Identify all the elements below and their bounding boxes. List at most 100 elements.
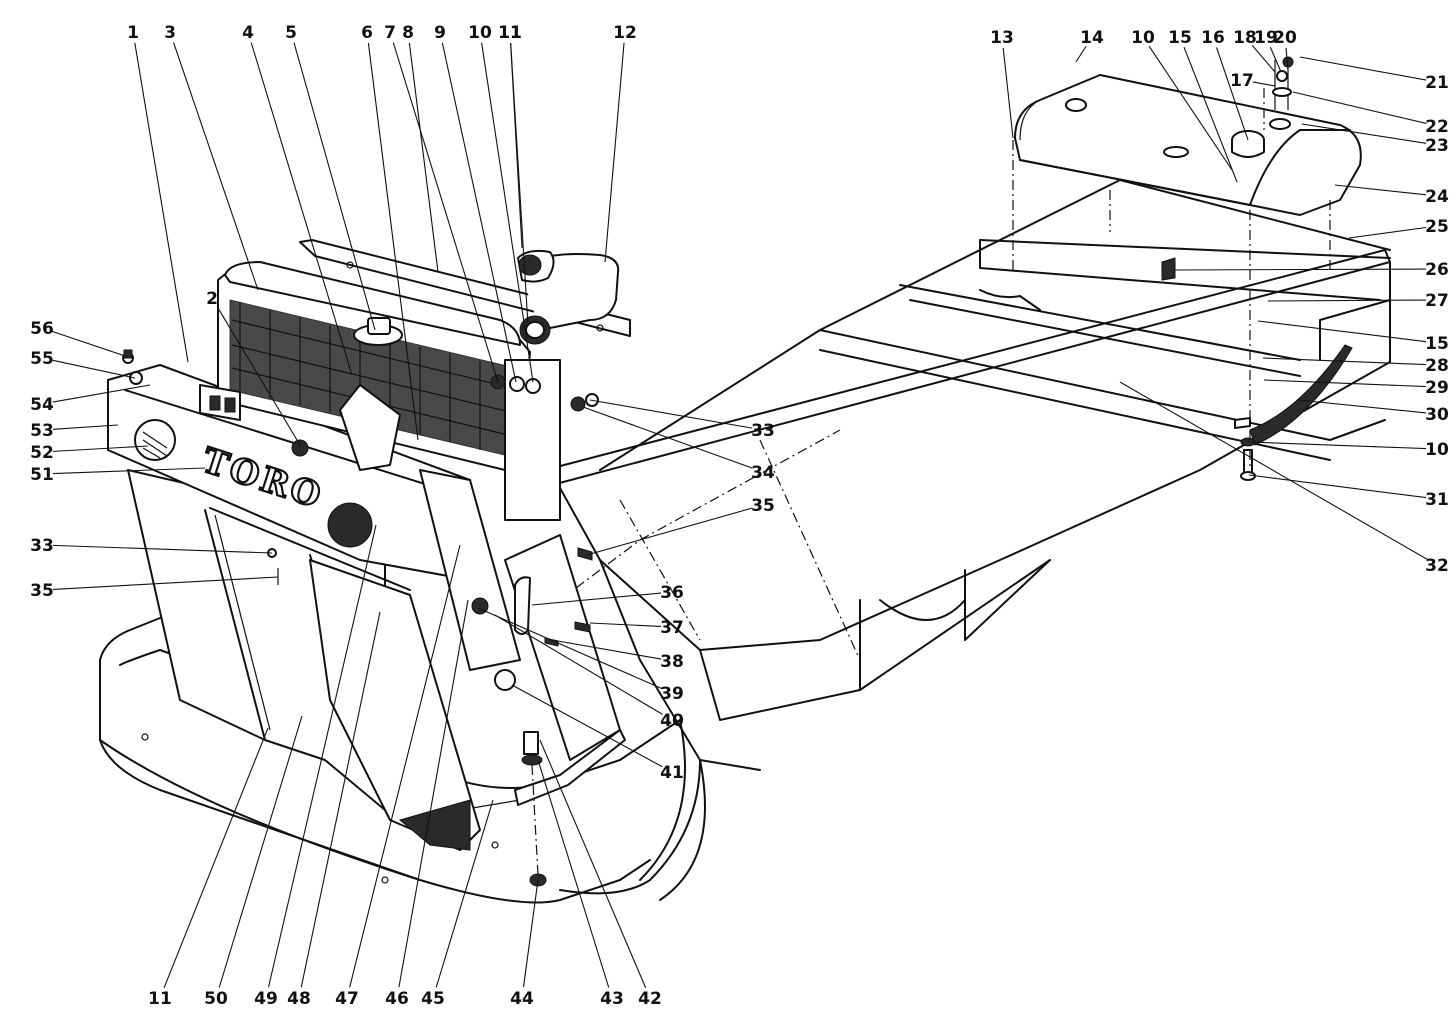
callout-label-5: 5	[285, 23, 297, 43]
callout-leader-33	[52, 544, 273, 554]
callout-label-33: 33	[751, 421, 775, 441]
callout-leader-54	[52, 384, 151, 403]
radiator	[217, 261, 561, 671]
callout-label-33: 33	[30, 536, 54, 556]
callout-label-27: 27	[1425, 291, 1449, 311]
callout-leader-45	[435, 799, 494, 988]
callout-leader-46	[398, 599, 469, 988]
callout-label-35: 35	[751, 496, 775, 516]
callout-label-24: 24	[1425, 187, 1449, 207]
callout-label-6: 6	[361, 23, 373, 43]
callout-label-22: 22	[1425, 117, 1449, 137]
grille-panel	[127, 469, 481, 851]
callout-leader-39	[477, 607, 663, 690]
callout-leader-22	[1292, 91, 1427, 125]
callout-leader-55	[52, 359, 136, 379]
callout-leader-32	[1119, 381, 1428, 560]
callout-leader-12	[604, 42, 625, 263]
callout-leader-6	[367, 42, 419, 441]
side-mount-plate	[471, 534, 626, 887]
callout-leader-7	[392, 42, 499, 383]
callout-label-11: 11	[498, 23, 522, 43]
callout-label-37: 37	[660, 618, 684, 638]
callout-leader-13	[1002, 47, 1014, 139]
callout-label-14: 14	[1080, 28, 1104, 48]
callout-leader-49	[267, 524, 377, 988]
callout-leader-14	[1075, 45, 1087, 63]
callout-leader-18	[1251, 44, 1276, 73]
callout-label-54: 54	[30, 395, 54, 415]
callout-label-11: 11	[498, 23, 522, 43]
callout-label-18: 18	[1233, 28, 1257, 48]
callout-leader-30	[1297, 399, 1427, 414]
chassis-frame	[544, 179, 1391, 901]
callout-leader-17	[1252, 81, 1276, 87]
callout-label-31: 31	[1425, 490, 1449, 510]
callout-leader-36	[531, 592, 662, 606]
callout-label-10: 10	[1131, 28, 1155, 48]
callout-label-39: 39	[660, 684, 684, 704]
callout-label-17: 17	[1230, 71, 1254, 91]
callout-leader-27	[1267, 299, 1427, 302]
callout-leader-24	[1334, 184, 1427, 196]
callout-leader-8	[408, 42, 439, 273]
callout-label-35: 35	[30, 581, 54, 601]
fan-shroud	[199, 384, 401, 471]
callout-label-10: 10	[1425, 440, 1449, 460]
callout-label-25: 25	[1425, 217, 1449, 237]
callout-label-28: 28	[1425, 356, 1449, 376]
callout-label-29: 29	[1425, 378, 1449, 398]
callout-label-10: 10	[468, 23, 492, 43]
callout-leader-31	[1248, 474, 1427, 499]
callout-leader-3	[173, 42, 259, 291]
callout-leader-4	[250, 42, 353, 376]
callout-label-47: 47	[335, 989, 359, 1009]
callout-leader-21	[1299, 56, 1427, 81]
callout-label-15: 15	[1168, 28, 1192, 48]
callout-label-50: 50	[204, 989, 228, 1009]
callout-label-53: 53	[30, 421, 54, 441]
callout-leader-26	[1174, 268, 1427, 271]
callout-leader-47	[349, 544, 461, 988]
callout-label-9: 9	[434, 23, 446, 43]
callout-label-15: 15	[1425, 334, 1449, 354]
callout-label-45: 45	[421, 989, 445, 1009]
callout-leader-53	[52, 424, 119, 430]
callout-leader-37	[589, 622, 662, 628]
callout-leader-19	[1269, 46, 1282, 73]
callout-leader-56	[52, 330, 129, 358]
callout-leader-15	[1183, 47, 1238, 183]
callout-leader-51	[52, 467, 206, 475]
callout-leader-10	[1248, 441, 1427, 450]
callout-leader-1	[134, 42, 189, 363]
callout-label-26: 26	[1425, 260, 1449, 280]
callout-leader-35	[52, 576, 279, 590]
callout-leader-52	[52, 445, 149, 452]
callout-label-23: 23	[1425, 136, 1449, 156]
callout-leader-42	[539, 739, 647, 989]
callout-label-44: 44	[510, 989, 534, 1009]
callout-leader-9	[441, 42, 517, 383]
callout-leader-44	[522, 879, 539, 988]
callout-leader-25	[1348, 226, 1427, 239]
callout-leader-11	[163, 727, 269, 988]
callout-label-4: 4	[242, 23, 254, 43]
callout-leader-10	[481, 42, 534, 383]
callout-leader-33	[589, 399, 753, 429]
callout-leader-16	[1216, 47, 1249, 141]
callout-label-8: 8	[402, 23, 414, 43]
callout-leader-48	[300, 611, 381, 988]
callout-label-55: 55	[30, 349, 54, 369]
callout-label-21: 21	[1425, 73, 1449, 93]
callout-label-3: 3	[164, 23, 176, 43]
callout-label-13: 13	[990, 28, 1014, 48]
callout-label-43: 43	[600, 989, 624, 1009]
callout-label-16: 16	[1201, 28, 1225, 48]
callout-leader-41	[511, 684, 663, 768]
callout-leader-50	[218, 715, 303, 988]
callout-label-51: 51	[30, 465, 54, 485]
callout-leader-28	[1262, 357, 1427, 366]
callout-label-46: 46	[385, 989, 409, 1009]
callout-label-32: 32	[1425, 556, 1449, 576]
